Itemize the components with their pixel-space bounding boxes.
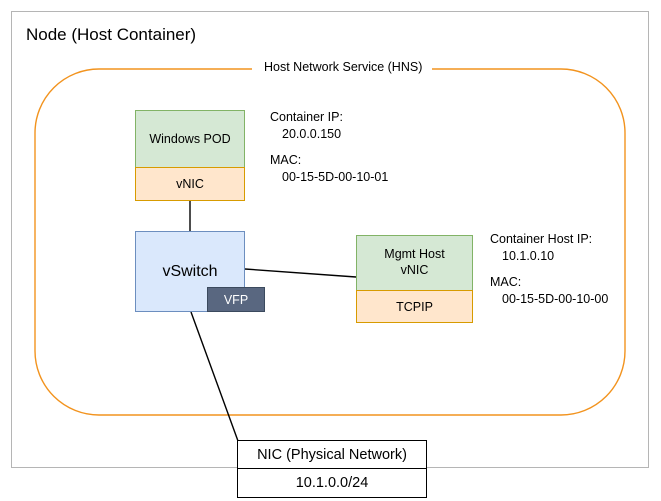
mgmt-host-vnic-label-line2: vNIC (400, 263, 429, 277)
container-host-ip-label: Container Host IP: (490, 232, 593, 246)
node-title: Node (Host Container) (26, 25, 197, 44)
pod-annotation: Container IP: 20.0.0.150 MAC: 00-15-5D-0… (270, 110, 388, 184)
mgmt-host-vnic-box[interactable]: Mgmt Host vNIC (356, 235, 473, 290)
vfp-box[interactable]: VFP (207, 287, 265, 312)
physical-nic-box[interactable]: NIC (Physical Network) 10.1.0.0/24 (237, 440, 427, 498)
pod-vnic-box[interactable]: vNIC (135, 167, 245, 201)
pod-mac-label: MAC: (270, 153, 302, 167)
pod-mac-value: 00-15-5D-00-10-01 (282, 170, 389, 184)
windows-pod-box[interactable]: Windows POD (135, 110, 245, 167)
host-mac-label: MAC: (490, 275, 522, 289)
host-mac-value: 00-15-5D-00-10-00 (502, 292, 609, 306)
mgmt-host-vnic-label-line1: Mgmt Host (384, 247, 445, 262)
hns-label: Host Network Service (HNS) (258, 60, 429, 74)
container-ip-label: Container IP: (270, 110, 343, 124)
host-annotation: Container Host IP: 10.1.0.10 MAC: 00-15-… (490, 232, 608, 306)
container-ip-value: 20.0.0.150 (282, 127, 342, 141)
mgmt-host-vnic-label: Mgmt Host vNIC (384, 247, 444, 278)
container-host-ip-value: 10.1.0.10 (502, 249, 555, 263)
tcpip-box[interactable]: TCPIP (356, 290, 473, 323)
physical-nic-subnet: 10.1.0.0/24 (295, 475, 369, 491)
physical-nic-title: NIC (Physical Network) (238, 441, 426, 469)
